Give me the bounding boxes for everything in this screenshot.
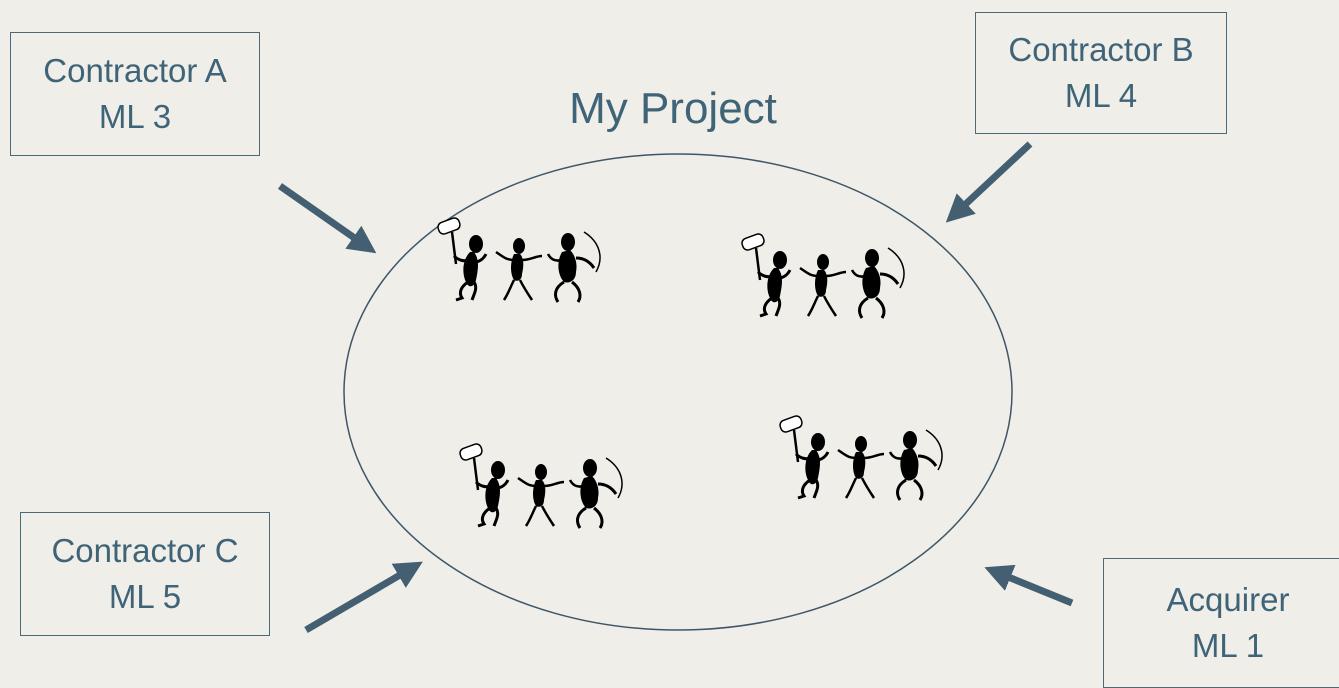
contractor-a-name: Contractor A bbox=[43, 52, 227, 89]
contractor-c-box: Contractor C ML 5 bbox=[20, 512, 270, 636]
project-boundary bbox=[343, 153, 1013, 631]
arrow-contractor-c bbox=[304, 561, 423, 634]
arrow-contractor-a bbox=[277, 183, 377, 254]
contractor-b-name: Contractor B bbox=[1008, 31, 1194, 68]
contractor-a-box: Contractor A ML 3 bbox=[10, 32, 260, 156]
project-title: My Project bbox=[569, 84, 777, 133]
arrow-acquirer bbox=[984, 564, 1074, 607]
contractor-c-name: Contractor C bbox=[51, 532, 239, 569]
worker-group-icon bbox=[777, 413, 944, 502]
acquirer-level: ML 1 bbox=[1191, 627, 1265, 664]
worker-group-icon bbox=[739, 231, 906, 320]
worker-group-icon bbox=[457, 441, 624, 530]
contractor-b-level: ML 4 bbox=[1064, 77, 1138, 114]
acquirer-name: Acquirer bbox=[1166, 581, 1290, 618]
arrow-contractor-b bbox=[945, 141, 1033, 223]
contractor-b-box: Contractor B ML 4 bbox=[975, 12, 1227, 134]
acquirer-box: Acquirer ML 1 bbox=[1103, 558, 1339, 688]
contractor-a-level: ML 3 bbox=[98, 98, 172, 135]
contractor-c-level: ML 5 bbox=[108, 578, 182, 615]
worker-group-icon bbox=[435, 215, 602, 304]
